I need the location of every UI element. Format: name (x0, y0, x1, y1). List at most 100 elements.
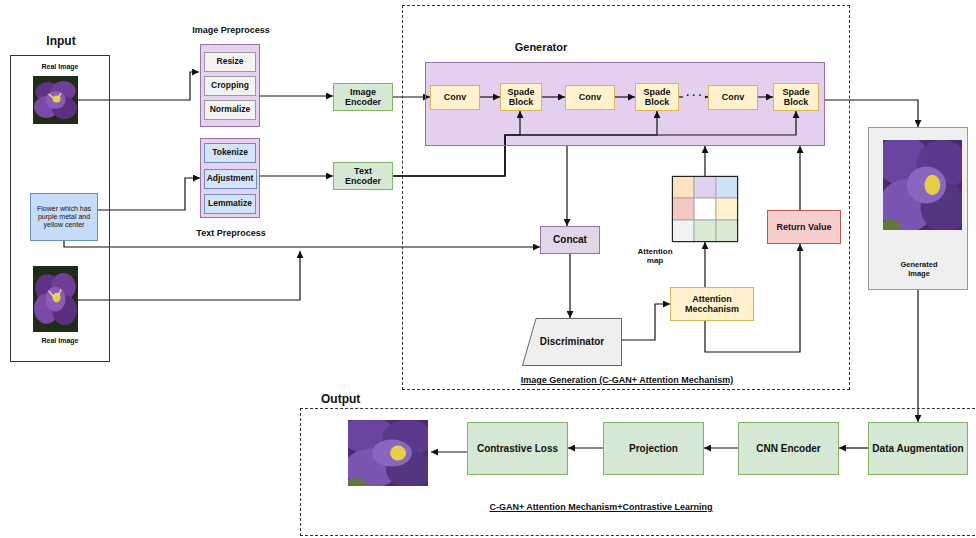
node-label: Projection (629, 443, 678, 455)
node-label: Conv (444, 92, 467, 102)
node-label: Text Encoder (336, 166, 390, 187)
node-label: Image Generation (C-GAN+ Attention Mecha… (403, 375, 851, 385)
flow-arrow (568, 447, 603, 448)
input-panel: InputFlower which has purple metal and y… (10, 55, 110, 362)
process-step-box: Adjustment (204, 169, 257, 189)
map-cell (672, 220, 694, 242)
flow-arrow (393, 111, 796, 176)
flow-arrow (566, 146, 567, 226)
process-step-box: Lemmatize (204, 194, 256, 214)
node-label: Data Augmentation (872, 443, 963, 455)
node-label: Attention Mecchanism (673, 294, 751, 315)
generated-image-photo (875, 136, 968, 232)
flow-arrow (542, 96, 565, 97)
node-label: Contrastive Loss (477, 443, 558, 455)
process-box: Attention Mecchanism (670, 287, 754, 321)
image-flow-arrow (78, 251, 300, 300)
output-flow-arrow (431, 451, 467, 452)
generator-fill (426, 63, 825, 146)
node-label: Generated Image (889, 261, 949, 278)
image-flow-arrow (78, 72, 199, 100)
process-step-box: Tokenize (204, 143, 256, 163)
node-label: Spade Block (638, 87, 676, 108)
map-cell (694, 176, 716, 198)
node-label: Input (11, 35, 111, 49)
ellipsis-mark: · · · (683, 90, 705, 102)
map-cell (716, 220, 738, 242)
text-prompt-box: Flower which has purple metal and yellow… (30, 193, 98, 241)
node-label: Discriminator (540, 336, 604, 348)
process-box: Projection (603, 422, 704, 475)
output-image-photo (340, 417, 434, 488)
map-cell (694, 198, 716, 220)
node-label: Return Value (776, 222, 831, 232)
map-cell (672, 198, 694, 220)
node-label: Cropping (211, 81, 249, 91)
attention-map-cells (672, 176, 738, 242)
flow-arrow (704, 447, 738, 448)
generator-panel: GeneratorConvSpade BlockConvSpade BlockC… (425, 62, 825, 146)
spade-block-box: Spade Block (773, 83, 819, 111)
map-cell (716, 176, 738, 198)
flow-arrow (480, 96, 500, 97)
node-label: Spade Block (503, 87, 539, 108)
conv-layer-box: Conv (708, 85, 758, 110)
flow-arrow (758, 96, 773, 97)
node-label: Output (321, 393, 391, 407)
node-label: Concat (553, 234, 587, 246)
spade-block-box: Spade Block (635, 83, 679, 111)
real-image-photo (33, 266, 78, 332)
node-label: Tokenize (212, 148, 248, 158)
encoder-box: Text Encoder (333, 162, 393, 190)
node-label: Generator (486, 41, 596, 54)
conv-layer-box: Conv (565, 85, 615, 110)
discriminator-trapezoid: Discriminator (522, 318, 622, 366)
node-label: Adjustment (207, 174, 254, 184)
flow-arrow (917, 290, 918, 422)
node-label: C-GAN+ Attention Mechanism+Contrastive L… (431, 502, 771, 512)
trapezoid-shape (523, 319, 622, 366)
real-image-photo (33, 76, 78, 124)
attention-map-grid: Attention map (672, 176, 738, 242)
flow-arrow (622, 304, 670, 340)
process-step-box: Resize (204, 52, 256, 72)
image-panel: Generated Image (868, 127, 968, 290)
node-label: Text Preprocess (181, 228, 281, 238)
map-cell (716, 198, 738, 220)
node-label: Image Preprocess (181, 25, 281, 35)
flow-arrow (64, 241, 540, 247)
concat-box: Concat (540, 226, 600, 254)
flow-arrow (704, 146, 705, 176)
map-cell (672, 176, 694, 198)
node-label: Resize (217, 57, 244, 67)
flow-arrow (393, 111, 520, 176)
conv-layer-box: Conv (430, 85, 480, 110)
flow-arrow (98, 178, 200, 210)
node-label: Conv (579, 92, 602, 102)
process-box: Return Value (767, 210, 841, 244)
flow-arrow (615, 96, 635, 97)
preprocess-panel: Image PreprocessResizeCroppingNormalize (200, 44, 260, 127)
node-label: CNN Encoder (756, 443, 820, 455)
map-cell (694, 220, 716, 242)
process-box: Data Augmentation (868, 422, 968, 475)
flow-arrow (825, 100, 918, 127)
flow-arrow (393, 111, 657, 176)
node-label: Attention map (632, 247, 678, 265)
process-step-box: Cropping (204, 76, 256, 96)
flow-arrow (799, 146, 800, 210)
panel-fill (869, 128, 968, 290)
flow-arrow (260, 175, 333, 176)
image-caption: Real Image (10, 337, 110, 345)
dashed-region: Image Generation (C-GAN+ Attention Mecha… (402, 5, 850, 390)
process-box: CNN Encoder (738, 422, 839, 475)
process-step-box: Normalize (204, 100, 256, 120)
node-label: Lemmatize (208, 199, 252, 209)
node-label: Spade Block (776, 87, 816, 108)
node-label: Conv (722, 92, 745, 102)
node-label: Normalize (210, 105, 251, 115)
flow-arrow (704, 242, 705, 287)
image-caption: Real Image (10, 63, 110, 71)
label-layer: Real ImageReal Image· · · (0, 0, 976, 28)
